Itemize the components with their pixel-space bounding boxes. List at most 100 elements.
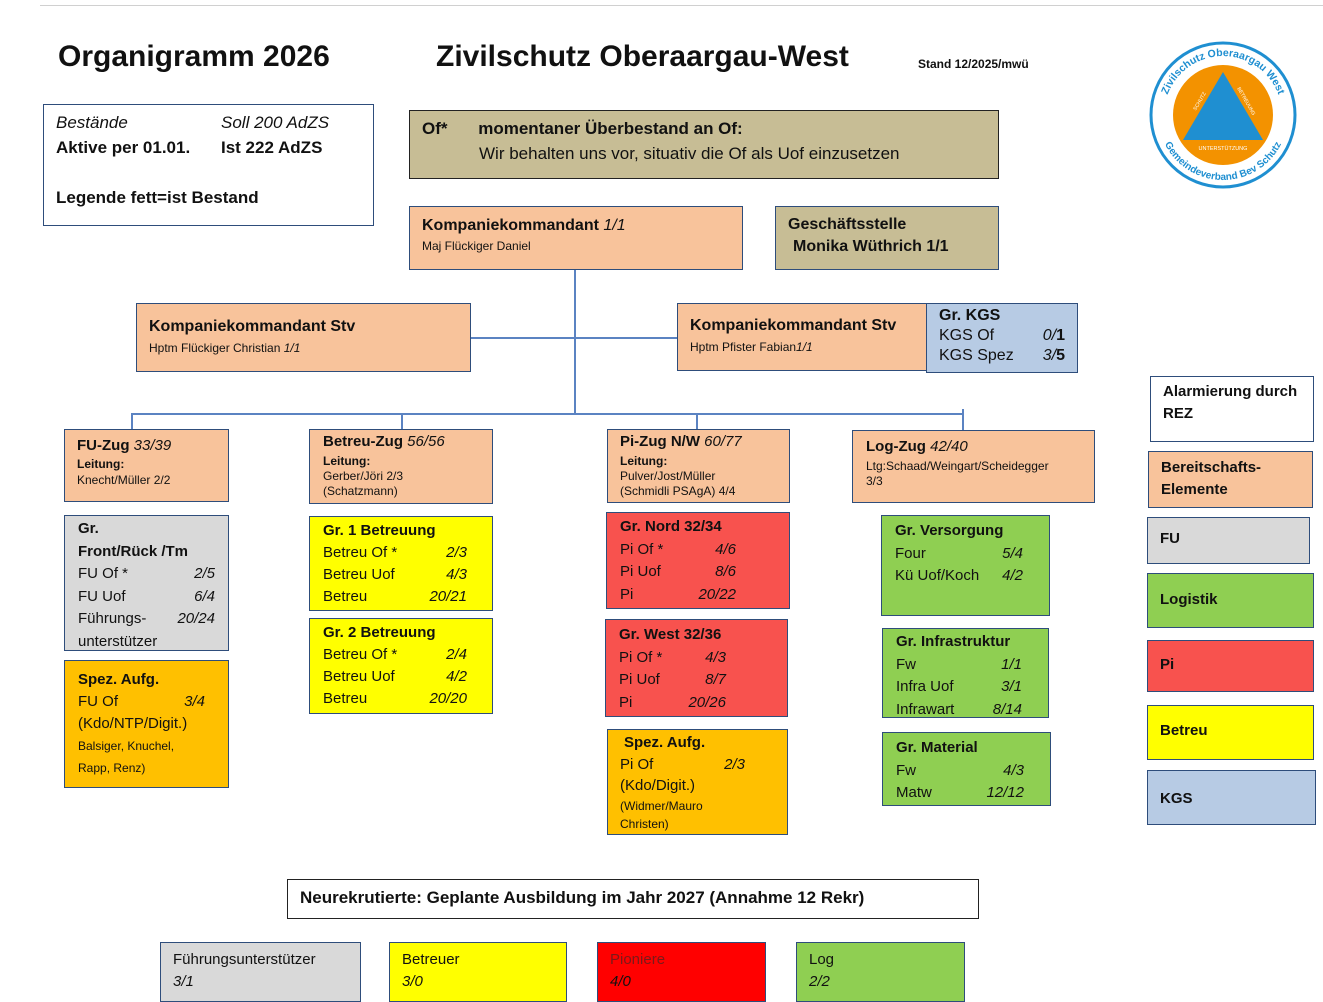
stv1-count: 1/1	[283, 341, 301, 355]
row-value: 2/5	[194, 565, 215, 582]
stv1-title: Kompaniekommandant Stv	[149, 318, 356, 335]
spez-pi-l2: (Kdo/Digit.)	[620, 777, 696, 794]
neu-item-betreu: Betreuer 3/0	[389, 942, 567, 1002]
kdt-count: 1/1	[603, 217, 626, 234]
row-label: Four	[895, 544, 926, 562]
row-label: Pi Of *	[620, 540, 664, 558]
row-value: 12/12	[986, 784, 1024, 801]
gr2-row: Betreu 20/20	[323, 688, 479, 710]
fu-zug-box: FU-Zug 33/39 Leitung: Knecht/Müller 2/2	[64, 429, 229, 502]
kgs-of-label: KGS Of	[939, 327, 995, 344]
log-zug-title: Log-Zug	[866, 438, 926, 455]
gr-front-box: Gr. Front/Rück /Tm FU Of * 2/5 FU Uof 6/…	[64, 515, 229, 651]
stand-label: Stand 12/2025/mwü	[918, 57, 1029, 71]
legend-kgs: KGS	[1147, 770, 1316, 825]
gr-nord-row: Pi Uof 8/6	[620, 561, 776, 584]
row-label: Infrawart	[896, 700, 955, 718]
row-value: 4/6	[715, 540, 736, 558]
row-label: Pi	[619, 693, 633, 711]
neu-item-value: 3/0	[402, 973, 423, 990]
legend-bereitschaft: Bereitschafts-Elemente	[1148, 451, 1313, 508]
row-label: Betreu	[323, 690, 368, 707]
stv1-name: Hptm Flückiger Christian	[149, 341, 281, 355]
neu-item-label: Log	[809, 951, 835, 968]
connector-pi	[696, 413, 698, 430]
row-label: Pi	[620, 585, 634, 603]
legend-logistik: Logistik	[1147, 573, 1314, 628]
row-label: FU Uof	[78, 587, 126, 605]
legend-alarm-label: Alarmierung durch REZ	[1163, 383, 1298, 422]
row-value: 4/2	[446, 668, 467, 685]
row-value: 8/6	[715, 563, 736, 580]
kdt-title: Kompaniekommandant	[422, 217, 599, 234]
stv2-name: Hptm Pfister Fabian	[690, 340, 797, 354]
betreu-zug-box: Betreu-Zug 56/56 Leitung: Gerber/Jöri 2/…	[309, 429, 493, 504]
pi-zug-leitung: Leitung:	[620, 454, 668, 468]
org-logo: Zivilschutz Oberaargau West Gemeindeverb…	[1148, 40, 1298, 190]
spez-pi-row-value: 2/3	[724, 755, 745, 773]
gs-title: Geschäftsstelle	[788, 216, 907, 233]
legend-betreu-label: Betreu	[1160, 722, 1208, 739]
row-value: 4/3	[1003, 761, 1024, 779]
kgs-box: Gr. KGS KGS Of 0/1 KGS Spez 3/5	[926, 303, 1078, 373]
row-label: Infra Uof	[896, 678, 954, 695]
top-rule	[40, 5, 1323, 6]
gr2-betreuung-title: Gr. 2 Betreuung	[323, 624, 436, 641]
connector-log	[962, 409, 964, 430]
gr1-betreuung-title: Gr. 1 Betreuung	[323, 522, 436, 539]
neu-item-value: 2/2	[809, 973, 830, 990]
betreu-zug-names2: (Schatzmann)	[323, 484, 398, 498]
spez-fu-row-label: FU Of	[78, 693, 118, 710]
kdt-box: Kompaniekommandant 1/1 Maj Flückiger Dan…	[409, 206, 743, 270]
gr-west-row: Pi Of *4/3	[619, 647, 774, 670]
pi-zug-names2: (Schmidli PSAgA) 4/4	[620, 484, 736, 498]
row-value: 20/20	[429, 690, 467, 707]
gs-name: Monika Wüthrich 1/1	[793, 238, 949, 255]
row-value: 2/3	[446, 544, 467, 561]
legend-fu-label: FU	[1160, 530, 1180, 547]
spez-pi-l4: Christen)	[620, 816, 669, 831]
fu-zug-count: 33/39	[133, 437, 172, 454]
gr-front-extra: unterstützer	[78, 632, 158, 650]
log-zug-names2: 3/3	[866, 474, 883, 488]
row-label: Pi Of *	[619, 648, 663, 666]
betreu-zug-count: 56/56	[407, 433, 445, 450]
org-title: Zivilschutz Oberaargau-West	[436, 40, 849, 73]
stv1-box: Kompaniekommandant Stv Hptm Flückiger Ch…	[136, 303, 471, 372]
row-label: Pi Uof	[620, 563, 661, 580]
stv2-box: Kompaniekommandant Stv Hptm Pfister Fabi…	[677, 303, 927, 371]
row-label: Führungs-	[78, 610, 147, 627]
gs-box: Geschäftsstelle Monika Wüthrich 1/1	[775, 206, 999, 270]
connector-kdt-vertical	[574, 269, 576, 414]
legend-kgs-label: KGS	[1160, 790, 1193, 807]
neu-item-value: 4/0	[610, 973, 631, 990]
log-zug-names1: Ltg:Schaad/Weingart/Scheidegger	[866, 459, 1049, 473]
neu-item-label: Betreuer	[402, 951, 460, 968]
spez-fu-title: Spez. Aufg.	[78, 671, 160, 688]
spez-pi-row-label: Pi Of	[620, 755, 654, 773]
connector-betreu	[401, 413, 403, 430]
log-zug-count: 42/40	[930, 438, 968, 455]
gr-front-row: Führungs- 20/24	[78, 608, 215, 631]
gr-nord-title: Gr. Nord 32/34	[620, 518, 722, 535]
soll-label: Soll 200 AdZS	[221, 113, 330, 132]
bestand-label: Bestände	[56, 113, 128, 132]
row-label: Betreu Of *	[323, 646, 398, 663]
gr-versorgung-title: Gr. Versorgung	[895, 522, 1004, 539]
fu-zug-names: Knecht/Müller 2/2	[77, 473, 171, 487]
kgs-spez-label: KGS Spez	[939, 347, 1014, 364]
notice-text: Wir behalten uns vor, situativ die Of al…	[479, 144, 900, 163]
row-value: 3/1	[1001, 678, 1022, 695]
